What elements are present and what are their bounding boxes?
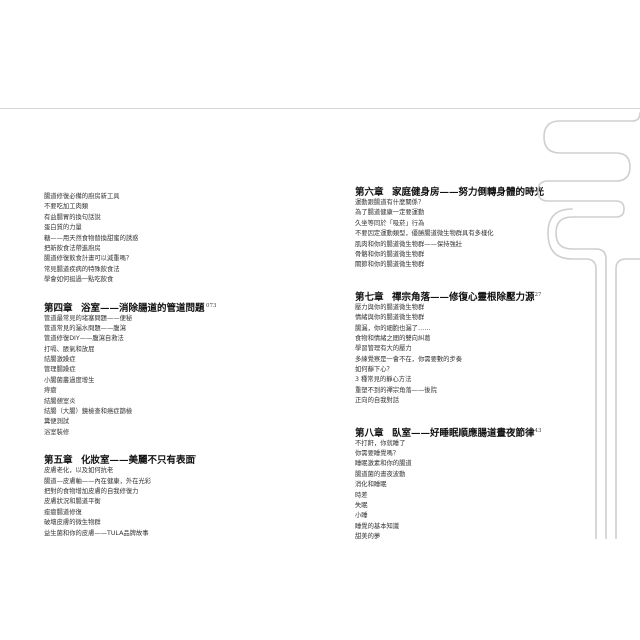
list-item: 骨骼和你的腸道微生物群 bbox=[355, 250, 425, 258]
chapter-title: 禪宗角落——修復心靈根除壓力源 bbox=[392, 291, 535, 303]
list-item: 時差 bbox=[355, 491, 368, 499]
list-item: 小睡 bbox=[355, 512, 368, 520]
list-item: 腸道修復必備的廚房新工具 bbox=[44, 193, 120, 200]
list-item: 正向的自我對話 bbox=[355, 397, 400, 405]
list-item: 關節和你的腸道微生物群 bbox=[355, 261, 425, 269]
list-item: 浴室裝修 bbox=[44, 428, 70, 436]
lead-item-list: 腸道修復必備的廚房新工具 不要吃加工肉類 有益腸胃的換句話說 蛋白質的力量 糖—… bbox=[44, 192, 324, 286]
list-item: 你需要睡覺嗎？ bbox=[355, 450, 400, 458]
chapter-heading: 第四章 浴室——消除腸道的管道問題 073 bbox=[44, 300, 324, 314]
list-item: 壓力與你的腸道微生物群 bbox=[355, 303, 425, 311]
list-item: 情緒與你的腸道微生物群 bbox=[355, 314, 425, 322]
chapter-title: 家庭健身房——努力倒轉身體的時光 bbox=[392, 187, 545, 198]
list-item: 小腸菌叢過度增生 bbox=[44, 376, 95, 384]
chapter-7: 第七章 禪宗角落——修復心靈根除壓力源 127 壓力與你的腸道微生物群 情緒與你… bbox=[355, 289, 605, 407]
decoration-stroke-left bbox=[547, 208, 597, 539]
chapter-number: 第六章 bbox=[355, 187, 384, 198]
chapter-4: 第四章 浴室——消除腸道的管道問題 073 管道最常見的堵塞問題——便秘 管道常… bbox=[44, 300, 324, 439]
chapter-page-number: 127 bbox=[531, 291, 542, 298]
list-item: 如何靜下心？ bbox=[355, 366, 393, 374]
list-item: 皮膚老化，以及如何抗老 bbox=[44, 467, 114, 475]
list-item: 管道最常見的堵塞問題——便秘 bbox=[44, 314, 133, 322]
right-column: 第六章 家庭健身房——努力倒轉身體的時光 113 運動跟腸道有什麼關係？ 為了腸… bbox=[355, 184, 605, 543]
chapter-title: 浴室——消除腸道的管道問題 bbox=[81, 302, 205, 314]
list-item: 痔瘡 bbox=[44, 387, 57, 395]
list-item: 腸道菌的晝夜波動 bbox=[355, 470, 406, 478]
chapter-item-list: 運動跟腸道有什麼關係？ 為了腸道健康一定要運動 久坐等同於「吸菸」行為 不要因定… bbox=[355, 198, 605, 271]
list-item: 痤瘡腸道修復 bbox=[44, 508, 82, 516]
list-item: 結腸憩室炎 bbox=[44, 397, 76, 405]
list-item: 甜美的夢 bbox=[355, 533, 381, 541]
chapter-8: 第八章 臥室——好睡眠順應腸道晝夜節律 143 不打鼾，你就睡了 你需要睡覺嗎？… bbox=[355, 425, 605, 543]
chapter-page-number: 113 bbox=[531, 187, 542, 193]
list-item: 消化和睡眠 bbox=[355, 481, 387, 489]
list-item: 不要因定運動類型，優勝腸道微生物群具有多樣化 bbox=[355, 230, 494, 238]
chapter-heading: 第六章 家庭健身房——努力倒轉身體的時光 113 bbox=[355, 184, 605, 198]
list-item: 管理腸躁症 bbox=[44, 366, 76, 374]
list-item: 皮膚狀況和腸道平衡 bbox=[44, 498, 101, 506]
chapter-item-list: 不打鼾，你就睡了 你需要睡覺嗎？ 睡眠激素和你的腸道 腸道菌的晝夜波動 消化和睡… bbox=[355, 439, 605, 543]
chapter-item-list: 壓力與你的腸道微生物群 情緒與你的腸道微生物群 腸漏，你的細胞也漏了…… 食物和… bbox=[355, 303, 605, 407]
list-item: 運動跟腸道有什麼關係？ bbox=[355, 199, 425, 206]
list-item: 結腸（大腸）鏡檢查和癌症篩檢 bbox=[44, 408, 133, 416]
list-item: 腸道修復飲食計畫可以減重嗎？ bbox=[44, 255, 133, 263]
chapter-number: 第七章 bbox=[355, 291, 384, 303]
list-item: 腸漏，你的細胞也漏了…… bbox=[355, 324, 431, 332]
chapter-heading: 第七章 禪宗角落——修復心靈根除壓力源 127 bbox=[355, 289, 605, 303]
list-item: 學習管理有大的壓力 bbox=[355, 345, 412, 353]
list-item: 糞便測試 bbox=[44, 418, 70, 426]
chapter-item-list: 皮膚老化，以及如何抗老 腸道—皮膚軸——內在健康，外在光彩 把對的食物增加皮膚的… bbox=[44, 466, 324, 539]
list-item: 益生菌和你的皮膚——TULA品牌故事 bbox=[44, 529, 149, 537]
list-item: 把新飲食法帶進廚房 bbox=[44, 244, 101, 252]
list-item: 久坐等同於「吸菸」行為 bbox=[355, 219, 425, 227]
chapter-heading: 第五章 化妝室——美麗不只有表面 097 bbox=[44, 452, 324, 466]
chapter-page-number: 073 bbox=[206, 302, 217, 309]
list-item: 蛋白質的力量 bbox=[44, 224, 82, 232]
list-item: 失眠 bbox=[355, 501, 368, 509]
list-item: 3 種常見的靜心方法 bbox=[355, 376, 412, 384]
chapter-item-list: 管道最常見的堵塞問題——便秘 管道常見的漏水問題——腹瀉 管道修復DIY——腹瀉… bbox=[44, 314, 324, 439]
list-item: 不打鼾，你就睡了 bbox=[355, 439, 406, 447]
list-item: 腸道—皮膚軸——內在健康，外在光彩 bbox=[44, 477, 152, 485]
list-item: 管道修復DIY——腹瀉自救法 bbox=[44, 335, 124, 343]
chapter-number: 第五章 bbox=[44, 455, 73, 467]
chapter-title: 化妝室——美麗不只有表面 bbox=[81, 455, 196, 467]
chapter-number: 第八章 bbox=[355, 427, 384, 439]
chapter-5: 第五章 化妝室——美麗不只有表面 097 皮膚老化，以及如何抗老 腸道—皮膚軸—… bbox=[44, 452, 324, 539]
book-page: 腸道修復必備的廚房新工具 不要吃加工肉類 有益腸胃的換句話說 蛋白質的力量 糖—… bbox=[0, 108, 640, 540]
decoration-stroke-outer bbox=[537, 112, 640, 539]
decoration-stroke-inner bbox=[615, 258, 640, 539]
list-item: 破壞皮膚的微生物群 bbox=[44, 519, 101, 527]
list-item: 肌肉和你的腸道微生物群——保持強壯 bbox=[355, 240, 463, 248]
list-item: 不要吃加工肉類 bbox=[44, 203, 89, 211]
chapter-6: 第六章 家庭健身房——努力倒轉身體的時光 113 運動跟腸道有什麼關係？ 為了腸… bbox=[355, 184, 605, 271]
left-column: 腸道修復必備的廚房新工具 不要吃加工肉類 有益腸胃的換句話說 蛋白質的力量 糖—… bbox=[44, 192, 324, 539]
list-item: 食物和情緒之間的雙向糾葛 bbox=[355, 334, 431, 342]
list-item: 多練覺察是一會不在，你需要數的步奏 bbox=[355, 355, 463, 363]
intestine-line-decoration bbox=[537, 112, 640, 539]
list-item: 有益腸胃的換句話說 bbox=[44, 213, 101, 221]
list-item: 學會如何挺過一點吃飲食 bbox=[44, 276, 114, 284]
list-item: 重塑不到的禪宗角落——後院 bbox=[355, 386, 437, 394]
list-item: 糖——用天然食物替換甜蜜的誘惑 bbox=[44, 234, 139, 242]
chapter-number: 第四章 bbox=[44, 302, 73, 314]
list-item: 管道常見的漏水問題——腹瀉 bbox=[44, 324, 126, 332]
chapter-heading: 第八章 臥室——好睡眠順應腸道晝夜節律 143 bbox=[355, 425, 605, 439]
list-item: 常見腸道疾病的特殊飲食法 bbox=[44, 265, 120, 273]
list-item: 結腸激躁症 bbox=[44, 356, 76, 364]
list-item: 把對的食物增加皮膚的自我修復力 bbox=[44, 487, 139, 495]
list-item: 睡覺的基本知識 bbox=[355, 522, 400, 530]
chapter-page-number: 097 bbox=[186, 455, 197, 462]
chapter-page-number: 143 bbox=[531, 427, 542, 434]
list-item: 打嗝、脹氣和放屁 bbox=[44, 345, 95, 353]
list-item: 為了腸道健康一定要運動 bbox=[355, 209, 425, 217]
chapter-title: 臥室——好睡眠順應腸道晝夜節律 bbox=[392, 427, 535, 439]
list-item: 睡眠激素和你的腸道 bbox=[355, 460, 412, 468]
